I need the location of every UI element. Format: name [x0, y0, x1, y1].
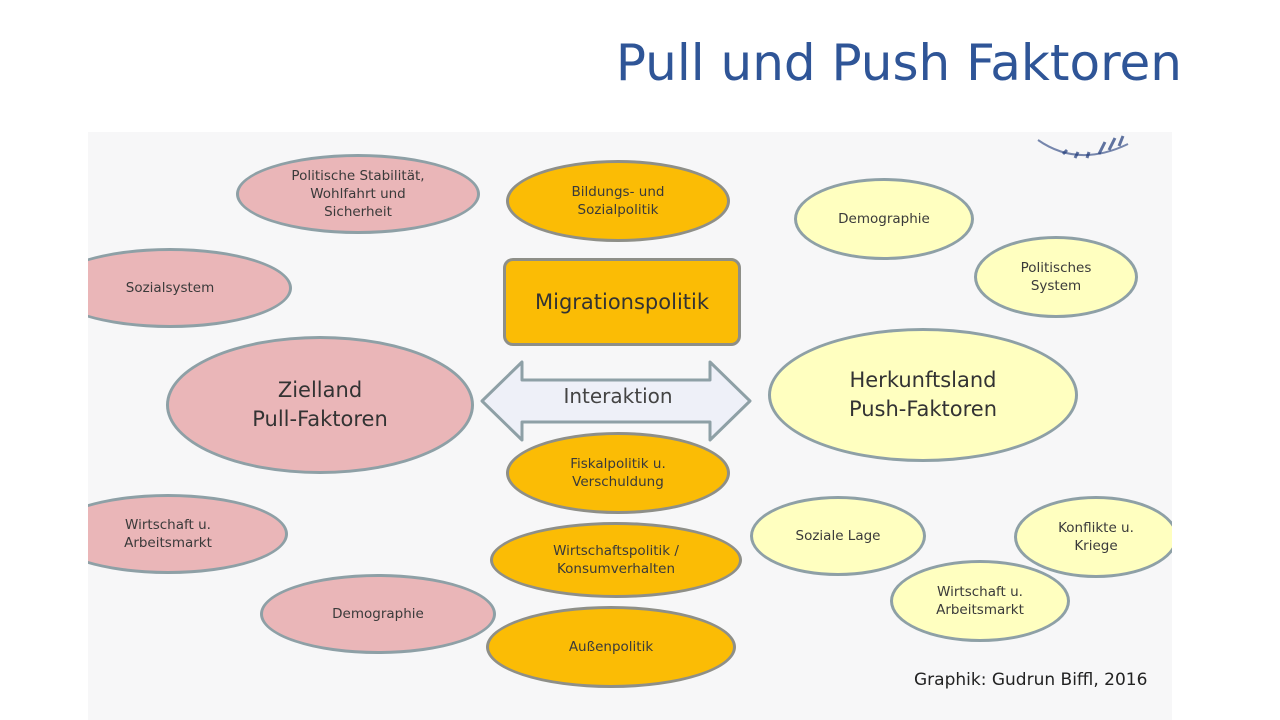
interaction-double-arrow — [480, 360, 752, 442]
policy-foreign-node: Außenpolitik — [486, 606, 736, 688]
pull-economy-node: Wirtschaft u. Arbeitsmarkt — [88, 494, 288, 574]
push-social-node: Soziale Lage — [750, 496, 926, 576]
push-conflicts-node: Konflikte u. Kriege — [1014, 496, 1172, 578]
policy-fiscal-node: Fiskalpolitik u. Verschuldung — [506, 432, 730, 514]
push-economy-node: Wirtschaft u. Arbeitsmarkt — [890, 560, 1070, 642]
push-demography-node: Demographie — [794, 178, 974, 260]
seal-watermark — [1037, 135, 1129, 159]
policy-economic-node: Wirtschaftspolitik / Konsumverhalten — [490, 522, 742, 598]
interaction-label: Interaktion — [563, 384, 673, 408]
pull-demography-node: Demographie — [260, 574, 496, 654]
pull-social-system-node: Sozialsystem — [88, 248, 292, 328]
migration-policy-box: Migrationspolitik — [503, 258, 741, 346]
push-main-node: Herkunftsland Push-Faktoren — [768, 328, 1078, 462]
pull-stability-node: Politische Stabilität, Wohlfahrt und Sic… — [236, 154, 480, 234]
policy-education-node: Bildungs- und Sozialpolitik — [506, 160, 730, 242]
graphic-credit: Graphik: Gudrun Biffl, 2016 — [914, 670, 1148, 690]
pull-main-node: Zielland Pull-Faktoren — [166, 336, 474, 474]
push-political-system-node: Politisches System — [974, 236, 1138, 318]
diagram-panel: Politische Stabilität, Wohlfahrt und Sic… — [88, 132, 1172, 720]
page-title: Pull und Push Faktoren — [615, 34, 1182, 92]
